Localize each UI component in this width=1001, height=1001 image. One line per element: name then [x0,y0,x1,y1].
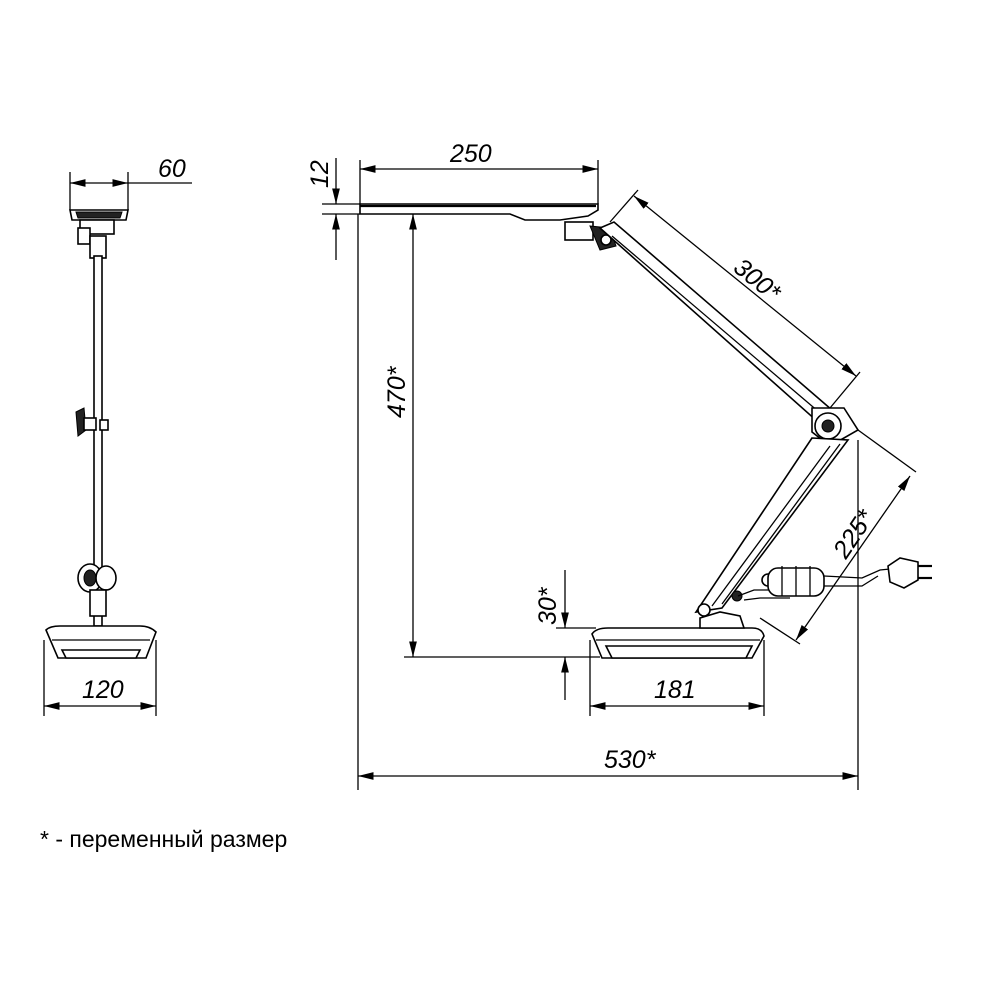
dim-label-300: 300* [728,253,787,308]
dim-label-470: 470* [383,365,411,418]
dim-label-30: 30* [534,586,562,625]
dim-label-225: 225* [827,504,880,564]
dim-line-300 [633,195,857,377]
front-view: 250 12 470* 300* 225* 30* 181 [306,140,932,790]
dim-label-250: 250 [449,140,492,168]
plug-icon [887,557,932,589]
dim-label-530: 530* [604,746,657,774]
upper-arm [598,221,834,424]
side-view: 60 120 [43,155,192,716]
dim-label-60: 60 [158,155,186,183]
cable-coil [737,566,901,601]
dim-label-12: 12 [306,160,334,188]
dim-label-120: 120 [82,676,124,704]
dim-line-225 [795,475,911,641]
footnote: * - переменный размер [40,826,288,852]
dim-label-181: 181 [654,676,696,704]
